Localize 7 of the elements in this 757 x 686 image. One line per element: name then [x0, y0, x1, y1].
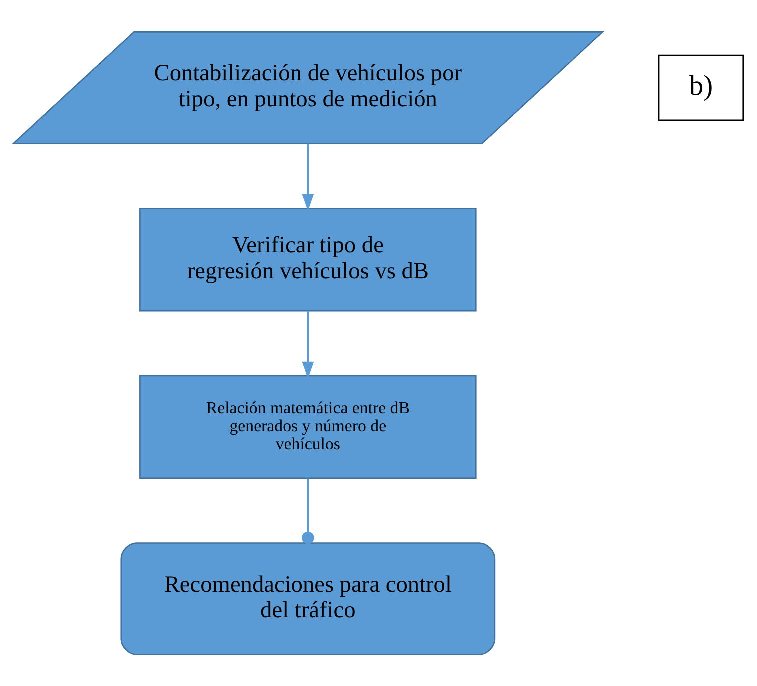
- arrow: [302, 310, 314, 378]
- node-box: Verificar tipo de regresión vehículos vs dB: [140, 207, 477, 312]
- connector: [302, 478, 314, 544]
- arrow: [302, 143, 314, 211]
- node-box: b): [658, 54, 744, 121]
- node-box: Recomendaciones para control del tráfico: [120, 542, 496, 655]
- node-box: Relación matemática entre dB generados y número de vehículos: [140, 374, 477, 479]
